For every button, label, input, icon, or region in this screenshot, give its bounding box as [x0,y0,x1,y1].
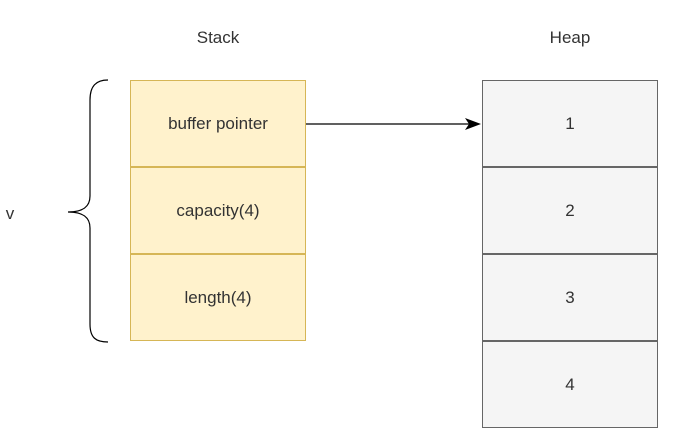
stack-cell-buffer-pointer: buffer pointer [130,80,306,167]
brace-icon [67,79,109,343]
heap-cell-label: 1 [565,113,575,133]
heap-title: Heap [549,28,591,47]
stack-title: Stack [196,28,240,47]
pointer-arrowhead-icon [465,118,481,130]
heap-cell-1: 1 [482,80,658,167]
heap-cell-label: 2 [565,200,575,220]
variable-label: v [5,204,15,223]
heap-cell-label: 4 [565,374,575,394]
heap-cell-label: 3 [565,287,575,307]
stack-cell-label: length(4) [184,287,252,307]
stack-cell-capacity: capacity(4) [130,167,306,254]
stack-cell-label: capacity(4) [176,200,260,220]
heap-cell-2: 2 [482,167,658,254]
stack-cell-length: length(4) [130,254,306,341]
stack-cell-label: buffer pointer [168,113,268,133]
heap-cell-4: 4 [482,341,658,428]
heap-cell-3: 3 [482,254,658,341]
